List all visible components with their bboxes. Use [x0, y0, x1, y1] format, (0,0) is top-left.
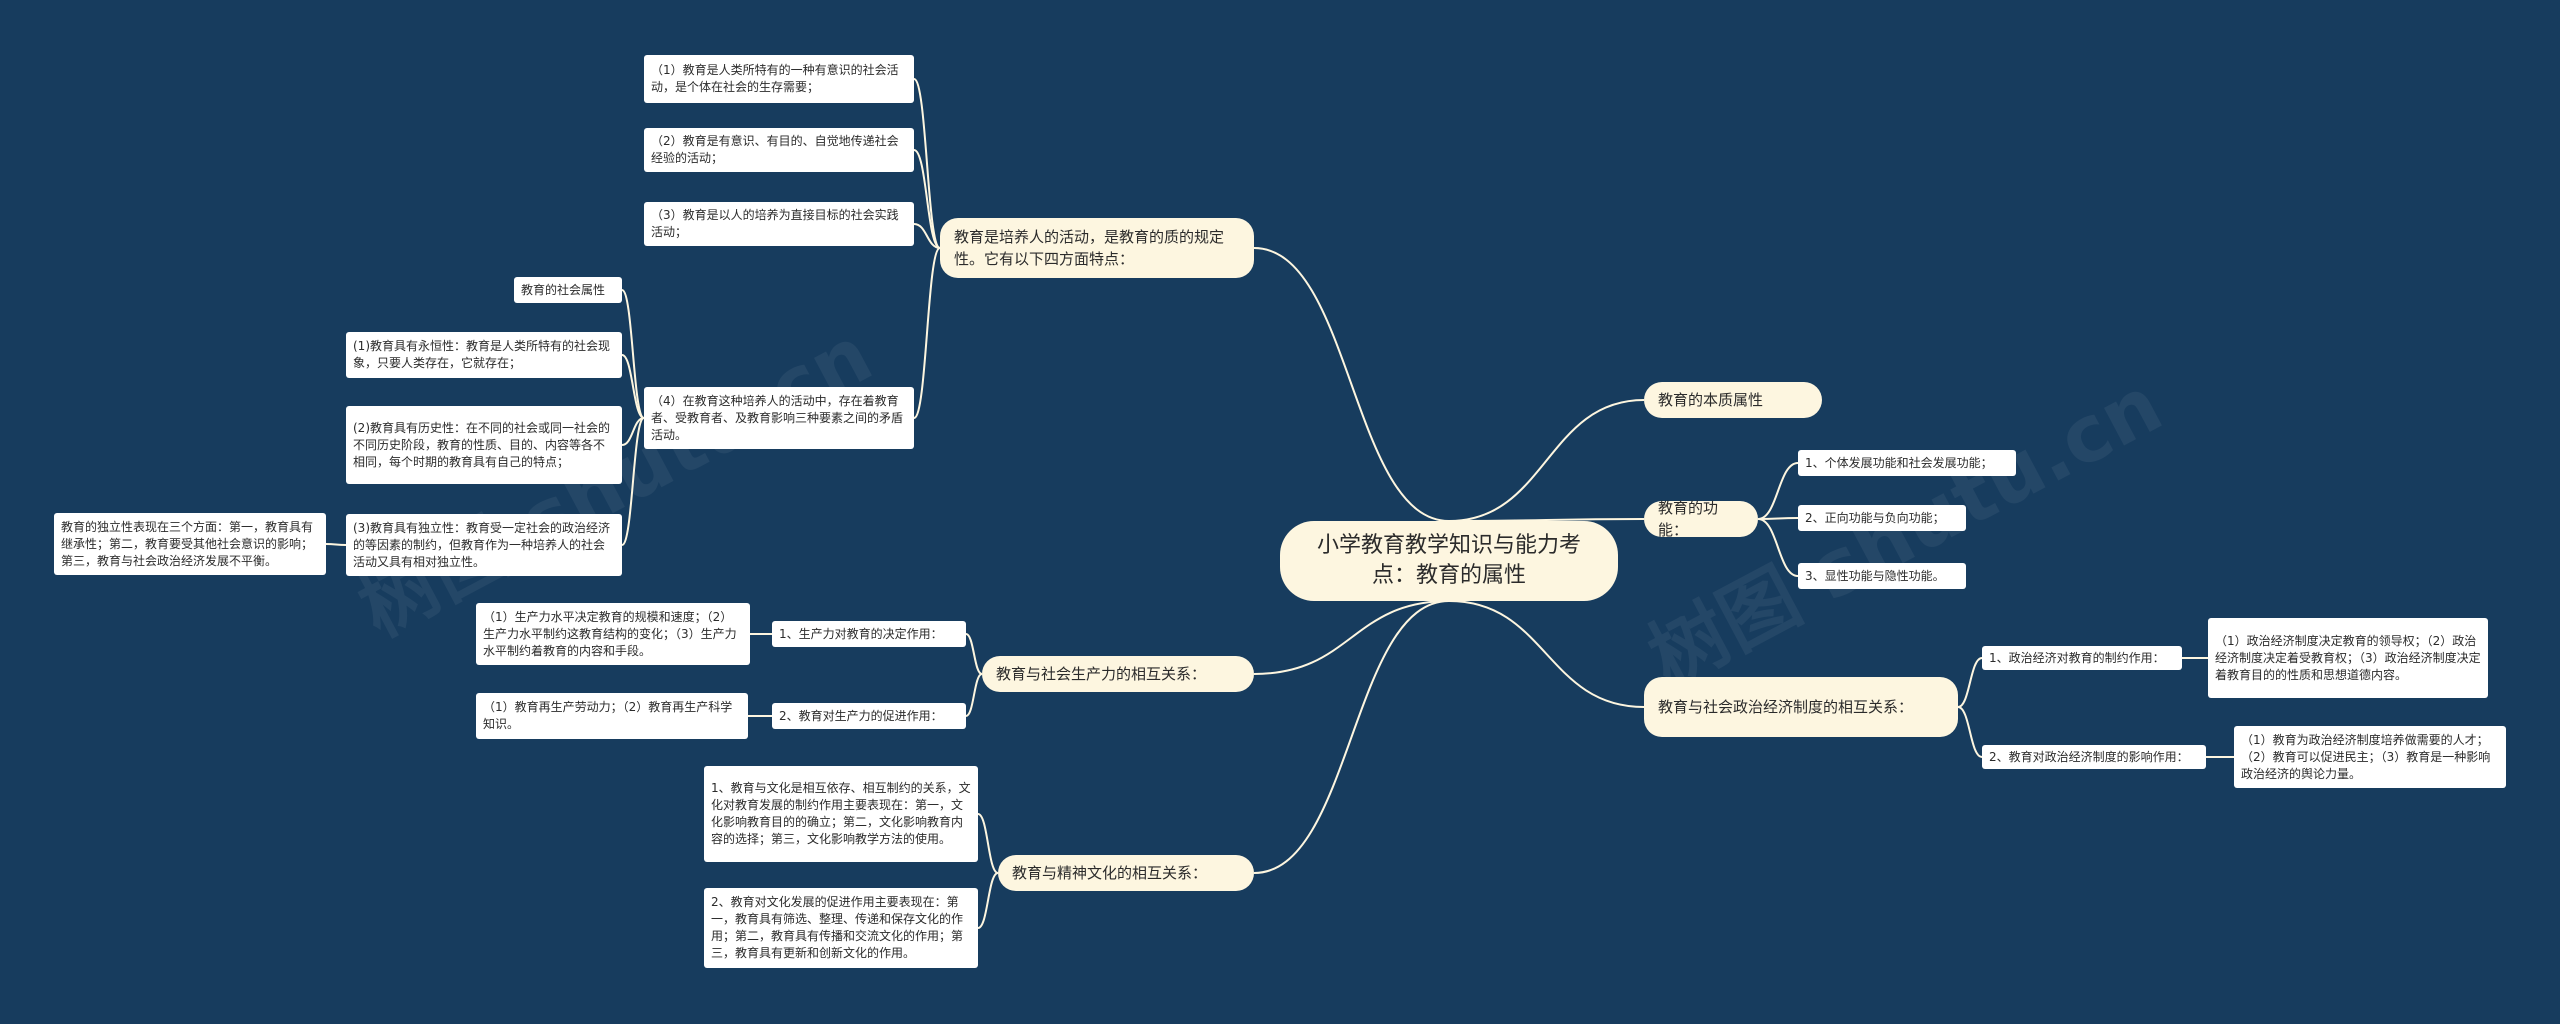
- politics-constraint-detail[interactable]: （1）政治经济制度决定教育的领导权；（2）政治经济制度决定着受教育权；（3）政治…: [2208, 618, 2488, 698]
- link-social-2: [621, 417, 645, 446]
- culture-constraint-item[interactable]: 1、教育与文化是相互依存、相互制约的关系，文化对教育发展的制约作用主要表现在：第…: [704, 766, 978, 862]
- feature-item-2[interactable]: （2）教育是有意识、有目的、自觉地传递社会经验的活动；: [644, 128, 914, 172]
- link-social-1: [621, 354, 645, 419]
- link-feat-2: [913, 149, 941, 249]
- link-root-cultivation: [1253, 247, 1450, 522]
- feature-item-3[interactable]: （3）教育是以人的培养为直接目标的社会实践活动；: [644, 202, 914, 246]
- social-attribute-label[interactable]: 教育的社会属性: [514, 277, 622, 303]
- root-title: 小学教育教学知识与能力考点：教育的属性: [1316, 533, 1581, 588]
- branch-culture[interactable]: 教育与精神文化的相互关系：: [998, 855, 1254, 891]
- branch-essential-attribute[interactable]: 教育的本质属性: [1644, 382, 1822, 418]
- link-root-productivity: [1253, 600, 1450, 675]
- link-pol-2: [1957, 706, 1983, 758]
- politics-influence-item[interactable]: 2、教育对政治经济制度的影响作用：: [1982, 745, 2206, 769]
- function-item[interactable]: 3、显性功能与隐性功能。: [1798, 563, 1966, 589]
- branch-label: 教育的功能：: [1658, 499, 1719, 539]
- link-prod-1: [965, 633, 983, 675]
- productivity-promote-item[interactable]: 2、教育对生产力的促进作用：: [772, 703, 966, 729]
- link-func-3: [1757, 518, 1799, 577]
- branch-cultivation-activity[interactable]: 教育是培养人的活动，是教育的质的规定性。它有以下四方面特点：: [940, 218, 1254, 278]
- social-independence-item[interactable]: (3)教育具有独立性：教育受一定社会的政治经济的等因素的制约，但教育作为一种培养…: [346, 514, 622, 576]
- feature-item-4[interactable]: （4）在教育这种培养人的活动中，存在着教育者、受教育者、及教育影响三种要素之间的…: [644, 387, 914, 449]
- branch-label: 教育与社会生产力的相互关系：: [996, 665, 1207, 683]
- branch-label: 教育是培养人的活动，是教育的质的规定性。它有以下四方面特点：: [954, 228, 1225, 268]
- link-social-3: [621, 417, 645, 546]
- link-root-politics: [1448, 600, 1645, 708]
- link-prod-2: [965, 673, 983, 717]
- social-permanence-item[interactable]: (1)教育具有永恒性：教育是人类所特有的社会现象，只要人类存在，它就存在；: [346, 332, 622, 378]
- branch-education-functions[interactable]: 教育的功能：: [1644, 499, 1758, 539]
- link-feat-1: [913, 78, 941, 249]
- link-culture-2: [977, 872, 999, 929]
- root-topic[interactable]: 小学教育教学知识与能力考点：教育的属性: [1280, 521, 1618, 601]
- link-social-label: [621, 289, 645, 419]
- branch-label: 教育的本质属性: [1658, 391, 1764, 409]
- link-culture-1: [977, 813, 999, 874]
- link-func-1: [1757, 462, 1799, 520]
- function-item[interactable]: 2、正向功能与负向功能；: [1798, 505, 1966, 531]
- branch-productivity[interactable]: 教育与社会生产力的相互关系：: [982, 656, 1254, 692]
- productivity-decisive-item[interactable]: 1、生产力对教育的决定作用：: [772, 621, 966, 647]
- culture-promote-item[interactable]: 2、教育对文化发展的促进作用主要表现在：第一，教育具有筛选、整理、传递和保存文化…: [704, 888, 978, 968]
- link-independence-detail: [325, 543, 347, 546]
- link-root-essence: [1448, 399, 1645, 522]
- branch-politics-economy[interactable]: 教育与社会政治经济制度的相互关系：: [1644, 677, 1958, 737]
- link-func-2: [1757, 517, 1799, 520]
- productivity-decisive-detail[interactable]: （1）生产力水平决定教育的规模和速度；（2）生产力水平制约这教育结构的变化；（3…: [476, 603, 750, 665]
- branch-label: 教育与精神文化的相互关系：: [1012, 864, 1208, 882]
- politics-constraint-item[interactable]: 1、政治经济对教育的制约作用：: [1982, 646, 2182, 670]
- branch-label: 教育与社会政治经济制度的相互关系：: [1658, 698, 1914, 716]
- social-history-item[interactable]: (2)教育具有历史性：在不同的社会或同一社会的不同历史阶段，教育的性质、目的、内…: [346, 406, 622, 484]
- link-feat-3: [913, 223, 941, 249]
- link-root-culture: [1253, 600, 1450, 874]
- function-item[interactable]: 1、个体发展功能和社会发展功能；: [1798, 450, 2016, 476]
- feature-item-1[interactable]: （1）教育是人类所特有的一种有意识的社会活动，是个体在社会的生存需要；: [644, 55, 914, 103]
- link-pol-1: [1957, 657, 1983, 708]
- link-feat-4: [913, 247, 941, 419]
- independence-detail[interactable]: 教育的独立性表现在三个方面：第一，教育具有继承性；第二，教育要受其他社会意识的影…: [54, 513, 326, 575]
- productivity-promote-detail[interactable]: （1）教育再生产劳动力；（2）教育再生产科学知识。: [476, 693, 748, 739]
- politics-influence-detail[interactable]: （1）教育为政治经济制度培养做需要的人才；（2）教育可以促进民主；（3）教育是一…: [2234, 726, 2506, 788]
